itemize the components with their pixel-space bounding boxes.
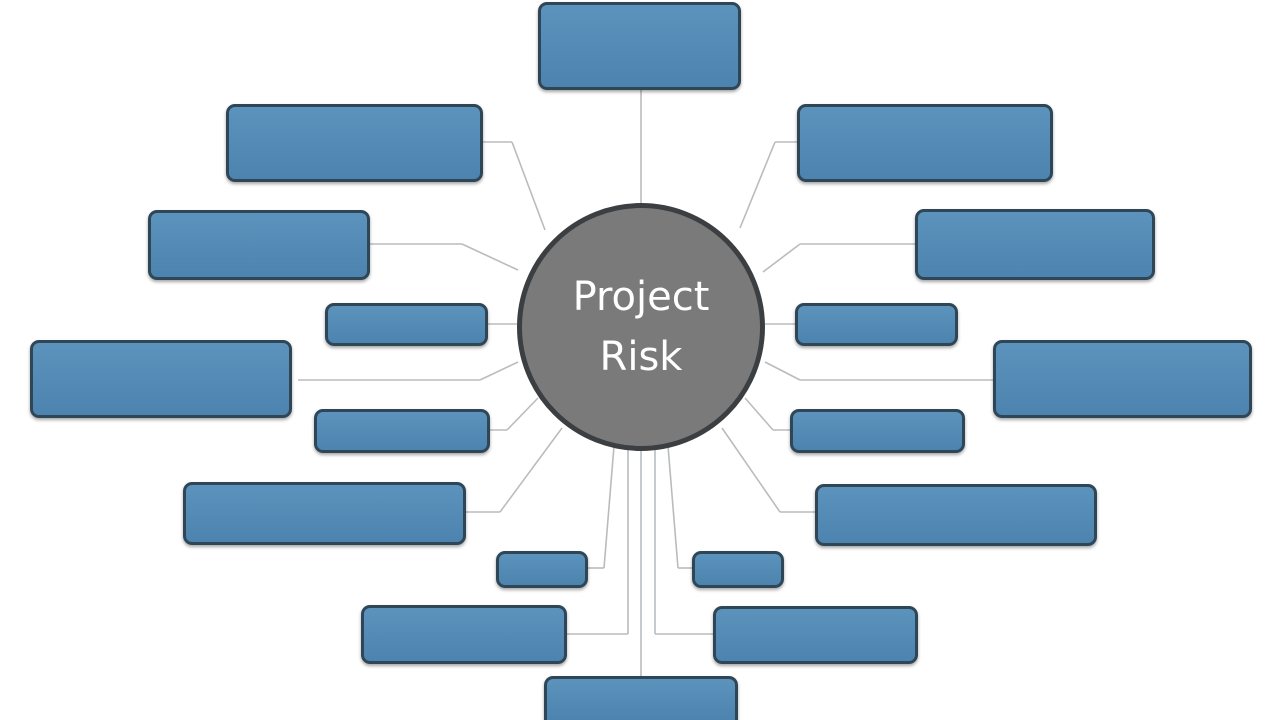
node-left-2	[148, 210, 370, 280]
connector-right-2b	[762, 243, 801, 273]
node-left-6	[183, 482, 466, 545]
connector-left-4b	[479, 361, 519, 381]
connector-right-5b	[744, 397, 774, 431]
node-top	[538, 2, 741, 90]
node-left-4	[30, 340, 292, 418]
node-upper-left-1	[226, 104, 483, 182]
node-lower-right-small	[692, 551, 784, 588]
node-bottom	[544, 676, 738, 720]
node-right-6	[815, 484, 1097, 546]
connector-lower-left-small-b	[603, 445, 615, 569]
connector-left-5b	[506, 397, 539, 431]
connector-right-6b	[721, 427, 781, 513]
node-left-3	[325, 303, 488, 346]
center-title: Project Risk	[572, 274, 710, 380]
connector-upper-left-1b	[511, 141, 546, 231]
connector-upper-right-1b	[739, 141, 776, 229]
node-right-5	[790, 409, 965, 453]
node-right-3	[795, 303, 958, 346]
node-right-2	[915, 209, 1155, 280]
connector-left-6b	[499, 427, 563, 513]
connector-left-2b	[461, 243, 519, 271]
node-lower-left	[361, 605, 567, 664]
node-left-5	[314, 409, 490, 453]
center-hub: Project Risk	[517, 203, 765, 451]
node-lower-right	[713, 606, 918, 664]
node-right-4	[993, 340, 1252, 418]
connector-right-4b	[764, 361, 801, 381]
node-upper-right-1	[797, 104, 1053, 182]
node-lower-left-small	[496, 551, 588, 588]
connector-lower-right-small-b	[667, 445, 679, 569]
